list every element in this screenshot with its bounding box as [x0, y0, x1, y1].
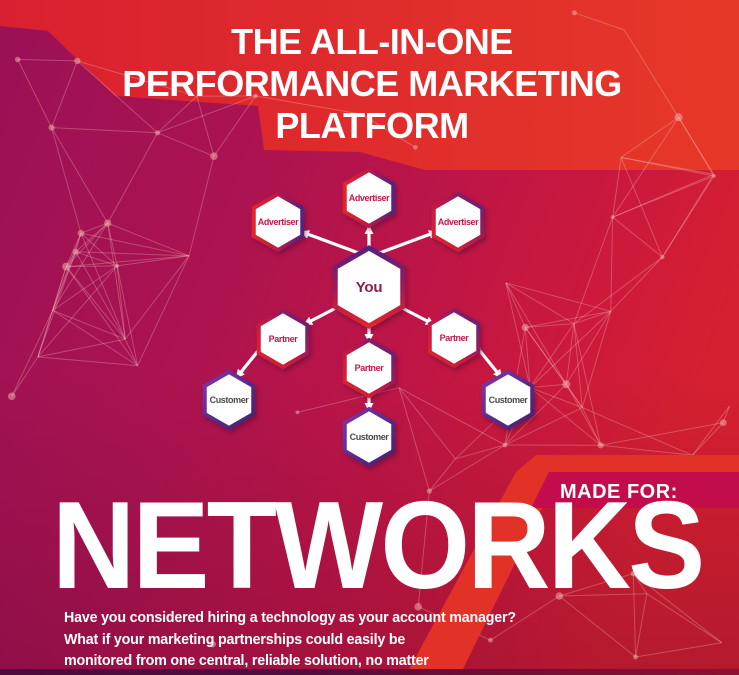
hex-node-advertiser-left: Advertiser	[251, 191, 305, 253]
hex-node-partner-right: Partner	[427, 307, 481, 369]
title-line-3: PLATFORM	[275, 105, 469, 146]
headline-networks: NETWORKS	[52, 477, 705, 615]
hex-node-partner-left: Partner	[256, 308, 310, 370]
hex-node-advertiser-top: Advertiser	[342, 167, 396, 229]
body-line-1: Have you considered hiring a technology …	[64, 609, 516, 626]
hex-label-partner-left: Partner	[269, 334, 299, 344]
hex-label-advertiser-right: Advertiser	[438, 217, 479, 227]
arrow-you-partner-right	[395, 301, 435, 326]
made-for-badge	[531, 472, 739, 508]
arrow-you-advertiser-left	[300, 230, 365, 259]
title-line-1: THE ALL-IN-ONE	[231, 21, 513, 62]
page-title: THE ALL-IN-ONE PERFORMANCE MARKETING PLA…	[72, 21, 672, 147]
arrow-you-partner-left	[303, 301, 343, 326]
hex-label-customer-center: Customer	[350, 432, 390, 442]
body-line-3: monitored from one central, reliable sol…	[64, 652, 429, 669]
made-for-label: MADE FOR:	[560, 481, 678, 503]
hex-node-you: You	[332, 245, 406, 329]
hex-node-partner-center: Partner	[342, 337, 396, 399]
title-line-2: PERFORMANCE MARKETING	[122, 63, 622, 104]
bottom-bar	[0, 669, 739, 675]
body-copy: Have you considered hiring a technology …	[64, 607, 516, 672]
hex-node-customer-center: Customer	[342, 406, 396, 468]
hex-node-advertiser-right: Advertiser	[431, 191, 485, 253]
hex-label-customer-right: Customer	[489, 395, 529, 405]
top-red-band	[0, 0, 739, 170]
arrow-partner-customer-right	[472, 342, 503, 379]
diagram-arrows	[235, 225, 503, 412]
hex-label-customer-left: Customer	[210, 395, 250, 405]
red-diagonal-stripe	[406, 455, 739, 675]
arrow-partner-customer-left	[235, 342, 266, 379]
hex-node-customer-left: Customer	[202, 369, 256, 431]
hex-label-you: You	[356, 279, 383, 296]
hex-label-advertiser-left: Advertiser	[258, 217, 299, 227]
hex-label-advertiser-top: Advertiser	[349, 193, 390, 203]
hex-label-partner-center: Partner	[355, 363, 385, 373]
body-line-2: What if your marketing partnerships coul…	[64, 630, 406, 648]
hex-node-customer-right: Customer	[481, 369, 535, 431]
arrow-you-advertiser-right	[373, 230, 438, 259]
hex-label-partner-right: Partner	[440, 333, 470, 343]
